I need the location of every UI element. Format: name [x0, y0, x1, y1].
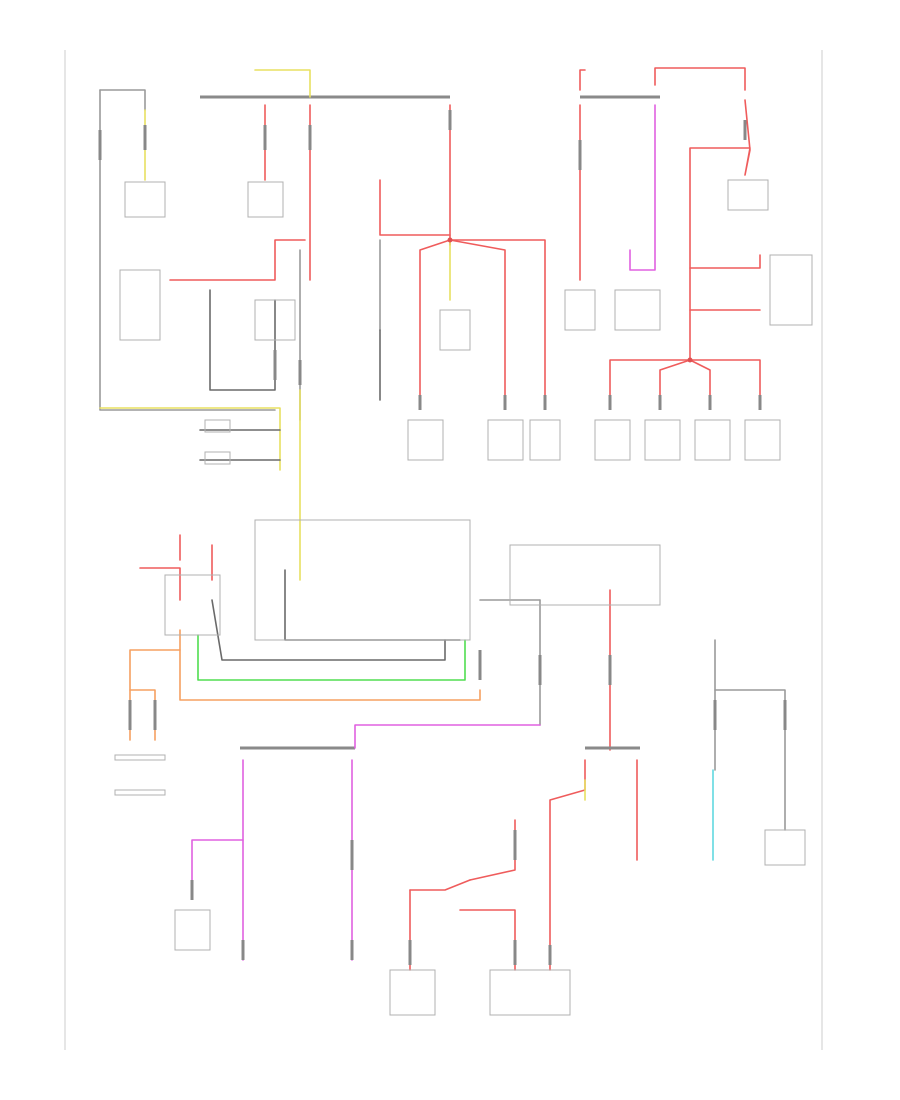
lamp-component — [529, 419, 561, 461]
switch-component — [254, 299, 296, 341]
lamp-component — [644, 419, 681, 461]
wire-red-bottom-mid3 — [459, 909, 516, 971]
lamp-component — [727, 179, 769, 211]
wire-gray-left-loop — [99, 89, 276, 411]
switch-component — [119, 269, 161, 341]
ground-block — [114, 754, 166, 761]
top-middle-circuits — [379, 110, 561, 461]
wire-red-topright — [579, 69, 586, 91]
lamp-component — [487, 419, 524, 461]
lamp-component — [694, 419, 731, 461]
wire-red-bottom-r — [549, 759, 586, 971]
lamp-component — [174, 909, 211, 951]
switch-component — [164, 574, 221, 636]
wire-red-branch — [689, 254, 761, 269]
ground-block — [204, 419, 231, 433]
wire-red-fan-b — [659, 359, 691, 401]
module-component — [509, 544, 661, 606]
wire-red-fan-d — [689, 359, 761, 401]
wire-magenta-drop — [629, 104, 656, 271]
module-component — [254, 519, 471, 641]
wire-red-star-a — [419, 239, 451, 401]
bottom-circuits — [174, 724, 806, 1016]
splice — [687, 357, 693, 363]
lamp-component — [407, 419, 444, 461]
relay-component — [439, 309, 471, 351]
wire-orange-down2 — [129, 689, 156, 741]
splice — [447, 237, 453, 243]
wire-red-hazard — [169, 239, 306, 281]
wire-magenta-left2 — [191, 839, 244, 881]
lamp-component — [564, 289, 596, 331]
lamp-component — [389, 969, 436, 1016]
wire-red-fan-c — [689, 359, 711, 401]
ground-block — [204, 451, 231, 465]
wire-red-star-c — [449, 239, 546, 401]
lamp-component — [124, 181, 166, 218]
lamp-component — [614, 289, 661, 331]
lamp-component — [489, 969, 571, 1016]
wire-dark-switch — [209, 289, 276, 391]
wire-dark-switch-bottom — [211, 599, 446, 661]
wire-yellow-top — [254, 69, 311, 98]
ground-block — [114, 789, 166, 796]
lamp-component — [764, 829, 806, 866]
wire-red-bottom-mid — [409, 879, 471, 891]
wire-red-mid-left — [139, 567, 181, 601]
wire-gray-topleft — [99, 89, 146, 111]
wire-red-star — [379, 179, 451, 236]
wire-red-fan-a — [609, 359, 691, 401]
middle-circuits — [114, 519, 787, 831]
wire-dark-mid-loop — [284, 569, 461, 641]
top-right-circuits — [564, 67, 813, 461]
wire-red-loop — [654, 67, 746, 91]
wire-red-star-b — [449, 239, 506, 401]
wire-orange-loop — [179, 629, 481, 701]
module-component — [769, 254, 813, 326]
wire-yellow-tail — [99, 407, 281, 471]
lamp-component — [744, 419, 781, 461]
wire-green-loop — [197, 634, 466, 681]
wire-red-loop-down — [689, 99, 751, 361]
lamp-component — [247, 181, 284, 218]
wire-magenta-bridge — [354, 724, 541, 749]
wire-gray-right-sw — [714, 639, 786, 831]
wire-red-bottom-r3 — [469, 819, 516, 881]
lamp-component — [594, 419, 631, 461]
top-left-circuits — [98, 69, 451, 581]
